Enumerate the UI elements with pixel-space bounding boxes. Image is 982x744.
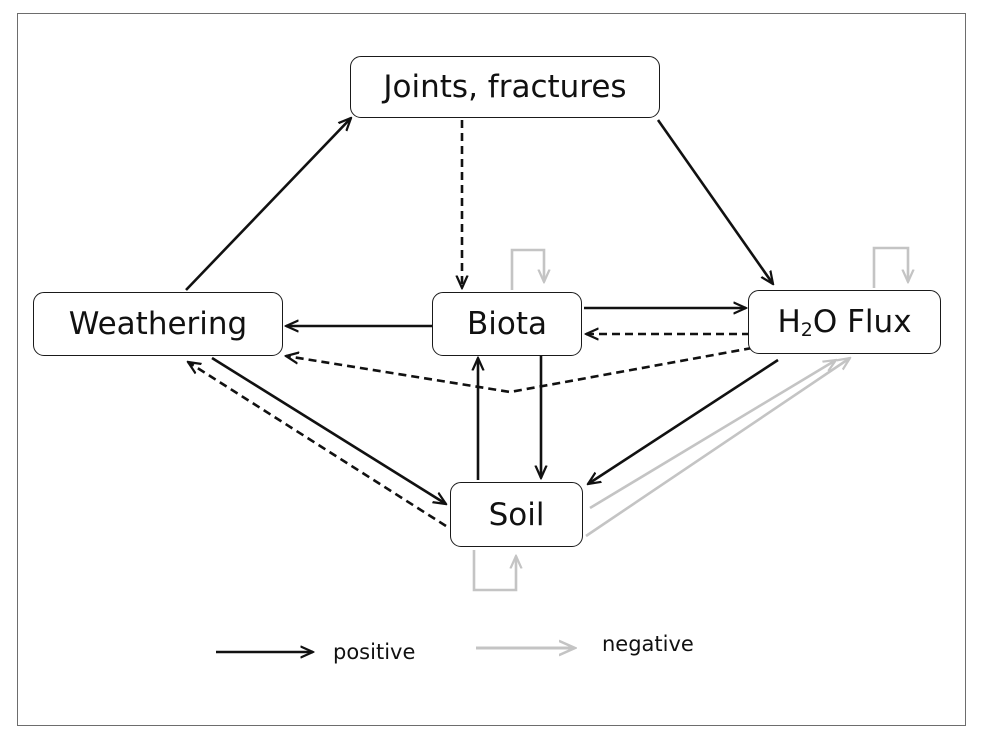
edge-soil-to-weathering [188, 362, 447, 528]
legend-negative-label: negative [602, 632, 694, 656]
self-loop-soil-negative [472, 550, 516, 592]
edge-h2o-to-soil [588, 358, 779, 484]
diagram-frame [17, 13, 966, 726]
node-soil-label: Soil [488, 496, 545, 533]
node-h2o-flux-label: H2O Flux [777, 304, 911, 340]
self-loop-biota-negative [510, 248, 544, 290]
node-joints-fractures: Joints, fractures [350, 56, 660, 118]
node-biota: Biota [432, 292, 582, 356]
edge-h2o-to-weathering [286, 346, 753, 394]
node-weathering-label: Weathering [68, 306, 248, 342]
edge-soil-to-h2o-negative-b [585, 358, 850, 538]
edge-soil-to-h2o-negative-a [589, 360, 836, 510]
edge-weathering-to-joints [185, 118, 351, 291]
node-joints-fractures-label: Joints, fractures [383, 69, 627, 105]
node-soil: Soil [450, 482, 583, 547]
h2o-subscript: 2 [800, 319, 813, 341]
h2o-prefix: H [777, 304, 801, 340]
node-weathering: Weathering [33, 292, 283, 356]
self-loop-h2o-negative [872, 246, 908, 288]
node-biota-label: Biota [467, 306, 547, 342]
edge-joints-to-h2o [656, 119, 773, 284]
h2o-suffix: O Flux [812, 304, 912, 340]
node-h2o-flux: H2O Flux [748, 290, 941, 354]
legend-positive-label: positive [333, 640, 416, 664]
edge-weathering-to-soil [211, 356, 446, 504]
